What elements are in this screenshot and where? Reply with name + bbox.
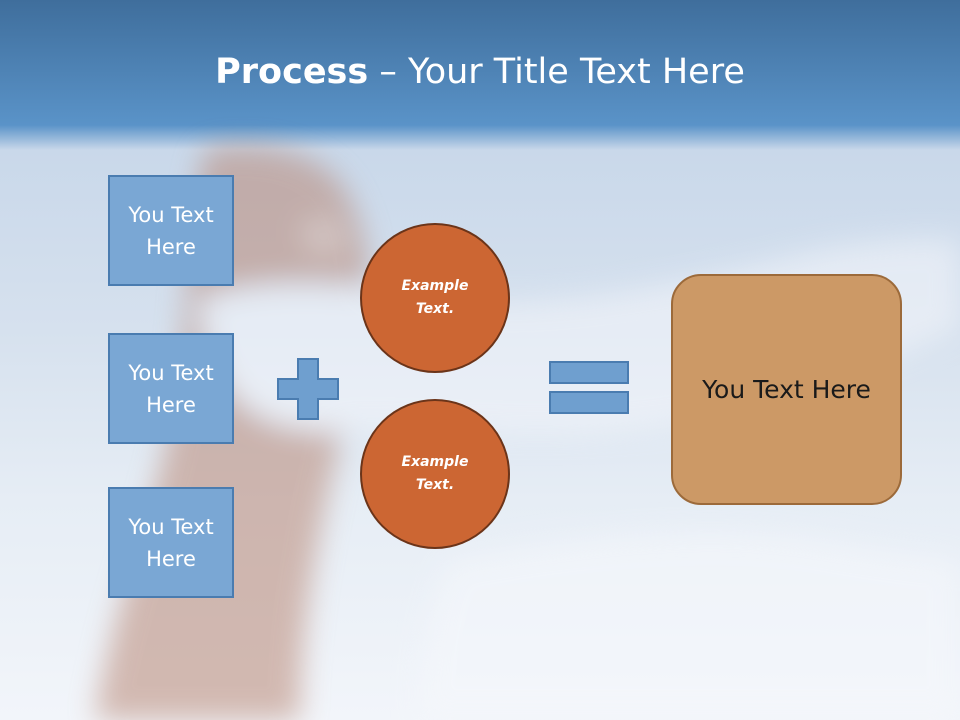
plus-icon xyxy=(277,358,339,420)
title-strong: Process xyxy=(215,52,369,92)
circle-2-label: Example Text. xyxy=(401,454,469,493)
left-box-3-label: You Text Here xyxy=(128,514,214,571)
left-box-2-label: You Text Here xyxy=(128,360,214,417)
circle-1[interactable]: Example Text. xyxy=(360,223,510,373)
equals-icon xyxy=(549,361,629,414)
result-box[interactable]: You Text Here xyxy=(671,274,902,505)
title-rest: – Your Title Text Here xyxy=(368,52,745,92)
left-box-1-label: You Text Here xyxy=(128,202,214,259)
slide-title: Process – Your Title Text Here xyxy=(0,52,960,92)
left-box-1[interactable]: You Text Here xyxy=(108,175,234,286)
circle-2[interactable]: Example Text. xyxy=(360,399,510,549)
left-box-2[interactable]: You Text Here xyxy=(108,333,234,444)
circle-1-label: Example Text. xyxy=(401,278,469,317)
result-label: You Text Here xyxy=(702,375,871,404)
left-box-3[interactable]: You Text Here xyxy=(108,487,234,598)
